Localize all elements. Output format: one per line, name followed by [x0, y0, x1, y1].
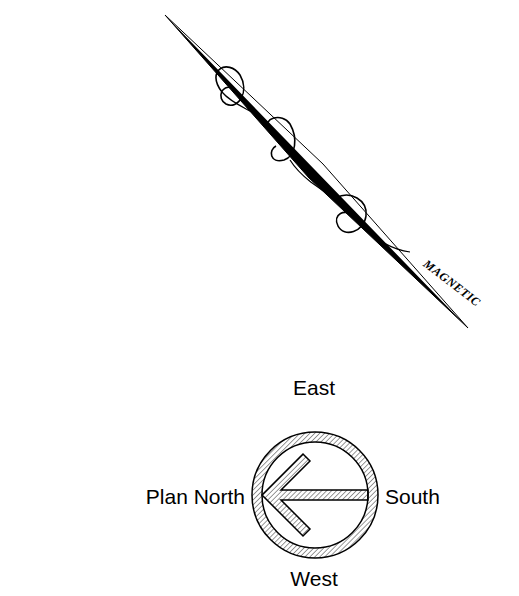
compass-symbol	[252, 432, 378, 558]
direction-label: Plan North	[146, 486, 245, 507]
magnetic-label: MAGNETIC	[421, 258, 482, 309]
direction-label: West	[290, 568, 337, 589]
direction-label: East	[293, 377, 335, 398]
direction-label: South	[385, 486, 440, 507]
magnetic-needle	[165, 15, 468, 328]
